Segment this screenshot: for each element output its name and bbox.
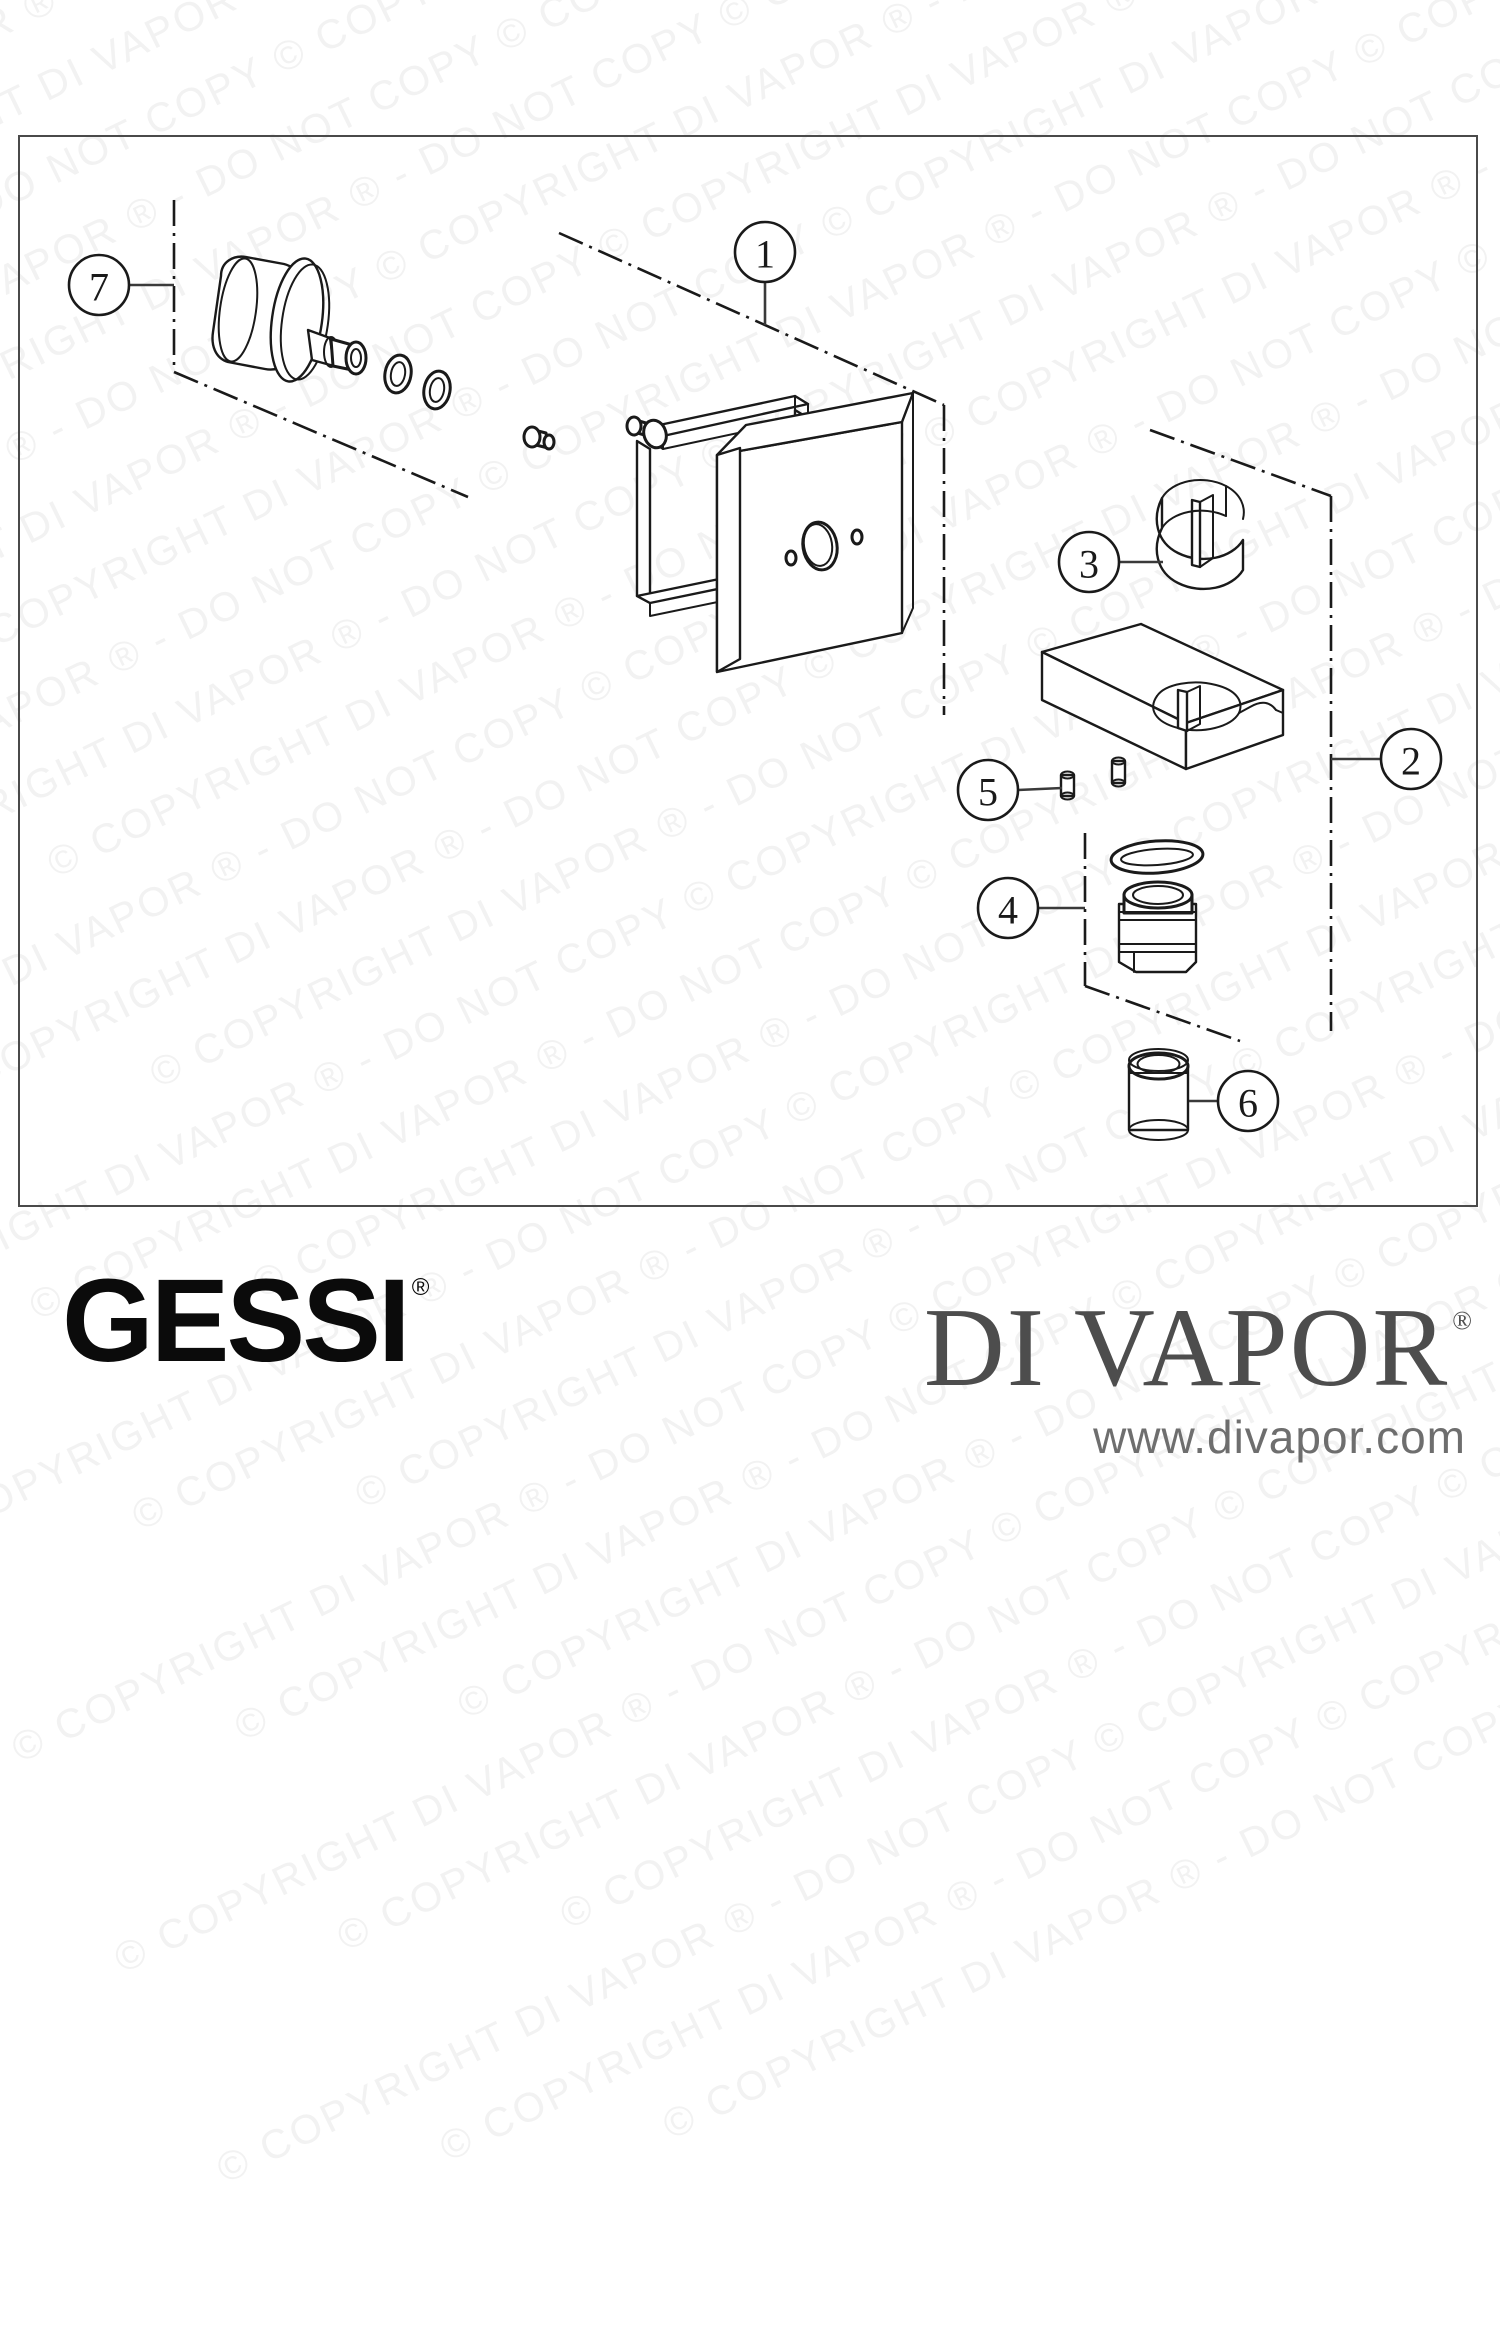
gessi-registered-icon: ®: [411, 1274, 430, 1301]
divapor-website-url: www.divapor.com: [1093, 1411, 1466, 1463]
gessi-logo: GESSI ®: [62, 1262, 429, 1380]
divapor-wordmark-row: DI VAPOR ®: [924, 1292, 1472, 1404]
gessi-wordmark: GESSI: [62, 1255, 411, 1387]
divapor-registered-icon: ®: [1452, 1306, 1472, 1335]
divapor-logo: DI VAPOR ® www.divapor.com: [924, 1292, 1472, 1464]
diagram-stage: © COPYRIGHT DI VAPOR ® - DO NOT COPY © C…: [0, 0, 1500, 2192]
watermark-line: © COPYRIGHT DI VAPOR ® - DO NOT COPY © C…: [271, 0, 1500, 2347]
drawing-frame-border: [18, 135, 1478, 1207]
divapor-wordmark: DI VAPOR: [923, 1286, 1450, 1410]
